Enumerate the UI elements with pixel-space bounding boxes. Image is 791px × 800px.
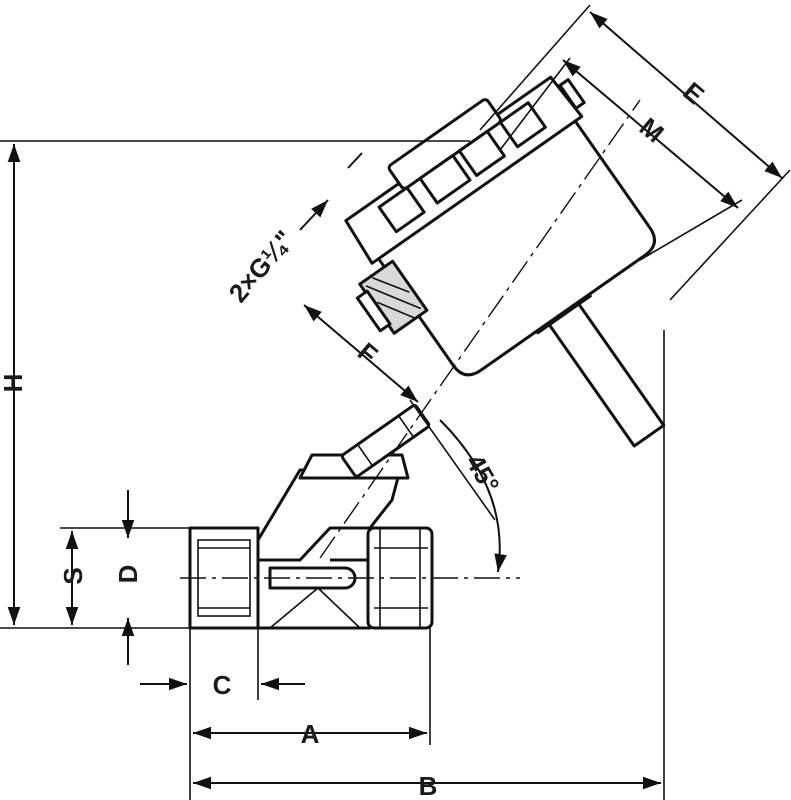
label-C: C	[213, 670, 232, 700]
dim-port-line-top	[347, 152, 363, 169]
dim-F-line	[303, 304, 419, 403]
dim-port-line	[299, 199, 329, 231]
label-H: H	[0, 374, 28, 393]
label-M: M	[634, 112, 670, 149]
label-A: A	[301, 719, 320, 749]
dim-M-line	[562, 59, 739, 209]
label-F: F	[352, 337, 383, 370]
label-S: S	[58, 567, 88, 584]
dim-angle-arc	[439, 419, 507, 573]
valve-body	[188, 404, 434, 630]
label-E: E	[678, 76, 711, 110]
label-D: D	[113, 565, 143, 584]
extension-lines	[0, 4, 791, 800]
label-B: B	[419, 771, 438, 800]
label-angle: 45°	[460, 449, 506, 498]
label-port-size: 2×G¼"	[223, 224, 300, 308]
